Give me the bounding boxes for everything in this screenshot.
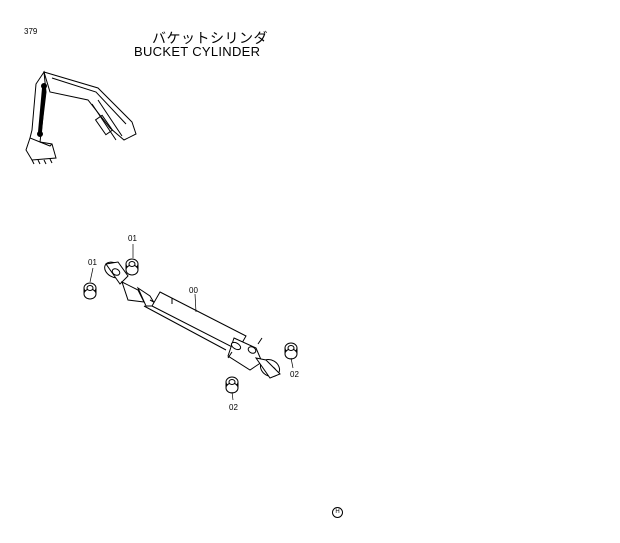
callout-02-right: 02 <box>290 370 299 379</box>
callout-01-upper: 01 <box>128 234 137 243</box>
excavator-arm-icon <box>25 70 137 165</box>
callout-01-left: 01 <box>88 258 97 267</box>
title-english: BUCKET CYLINDER <box>134 44 261 59</box>
leader-lines <box>89 244 294 401</box>
bucket-cylinder-icon <box>104 261 281 379</box>
bushing-icon <box>125 258 139 276</box>
callout-02-bottom: 02 <box>229 403 238 412</box>
page-number: 379 <box>24 27 38 36</box>
seal-ring-icon <box>225 376 239 394</box>
seal-ring-icon <box>83 282 97 300</box>
brand-logo-icon: H <box>332 507 343 518</box>
bushing-icon <box>284 342 298 360</box>
callout-00: 00 <box>189 286 198 295</box>
title-japanese: バケットシリンダ <box>152 31 268 47</box>
